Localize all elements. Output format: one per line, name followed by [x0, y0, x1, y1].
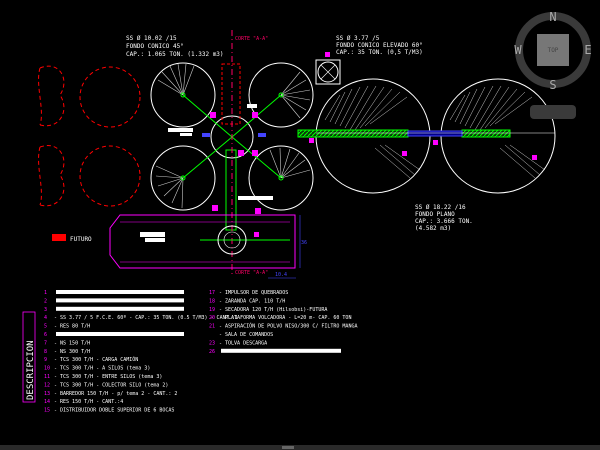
svg-text:SS Ø 10.02 /15: SS Ø 10.02 /15 [126, 35, 177, 42]
description-item-number: 23 [209, 340, 215, 346]
description-item-bar [56, 332, 184, 336]
description-item-text: - RES 150 T/H - CANT.:4 [54, 399, 123, 405]
description-item-number: 1 [44, 290, 47, 296]
description-right-column: 17 - IMPULSOR DE QUEBRADOS 18 - ZARANDA CAP… [209, 290, 357, 355]
conical-silos [150, 62, 314, 211]
description-item-number: 10 [44, 366, 50, 372]
description-item-text: - NS 300 T/H [54, 349, 90, 355]
section-label-top: CORTE "A-A" [235, 36, 268, 42]
description-item-bar [221, 348, 341, 353]
central-distributor [168, 63, 282, 231]
viewcube-face-label: TOP [548, 47, 559, 54]
description-item-text: - ASPIRACIÓN DE POLVO NISO/300 C/ FILTRO… [219, 323, 357, 330]
resize-grip[interactable] [282, 446, 294, 449]
description-item-text: - TCS 300 T/H - A SILOS (tema 3) [54, 366, 150, 372]
description-item-text: - RES 80 T/H [54, 324, 90, 330]
description-item-number: 8 [44, 349, 47, 355]
description-item-number: 3 [44, 307, 47, 313]
description-item-number: 18 [209, 298, 215, 304]
silo-sw [150, 145, 216, 211]
description-item-number: 6 [44, 332, 47, 338]
viewcube-menu-button[interactable] [530, 105, 576, 119]
silo-label-elevated: SS Ø 3.77 /5 FONDO CONICO ELEVADO 60° CA… [336, 35, 423, 56]
svg-text:SS Ø 18.22 /16: SS Ø 18.22 /16 [415, 204, 466, 211]
future-silo-2 [79, 145, 141, 207]
platform-dimension-height: 36 [301, 240, 307, 246]
description-item-text: - PLATAFORMA VOLCADORA - L=20 m- CAP. 60… [219, 315, 351, 321]
description-item-bar [56, 306, 184, 311]
description-item-text: - SECADORA 120 T/H (Hilsobsi)-FUTURA [219, 307, 327, 313]
viewcube[interactable]: TOP N S W E [514, 10, 592, 119]
description-item-text: - SS 3.77 / 5 F.C.E. 60º - CAP.: 35 TON.… [54, 315, 238, 321]
silo-label-flat: SS Ø 18.22 /16 FONDO PLANO CAP.: 3.666 T… [415, 204, 473, 232]
viewcube-east[interactable]: E [584, 43, 591, 57]
svg-text:FONDO CONICO ELEVADO 60°: FONDO CONICO ELEVADO 60° [336, 42, 423, 49]
description-item-number: 9 [44, 357, 47, 363]
future-legend-swatch [52, 234, 66, 241]
description-item-text: - BARREDOR 150 T/H - p/ tema 2 - CANT.: … [54, 391, 177, 397]
description-item-text: - TCS 300 T/H - ENTRE SILOS (tema 3) [54, 374, 162, 380]
description-item-text: - DISTRIBUIDOR DOBLE SUPERIOR DE 6 BOCAS [54, 408, 174, 414]
future-silo-1 [79, 66, 141, 128]
status-bar [0, 445, 600, 450]
description-item-text: - SALA DE COMANDOS [219, 332, 273, 338]
platform-dimension-small: 10.4 [275, 272, 287, 278]
description-item-text: - TOLVA DESCARGA [219, 340, 267, 346]
silo-ne [248, 62, 314, 128]
svg-text:FONDO CONICO 45°: FONDO CONICO 45° [126, 43, 184, 50]
description-item-bar [56, 290, 184, 294]
description-title: DESCRIPCION [26, 340, 36, 400]
future-legend-label: FUTURO [70, 236, 92, 243]
description-item-number: 5 [44, 324, 47, 330]
silo-se [248, 145, 314, 211]
elevated-silo [315, 52, 341, 85]
future-silos [38, 65, 141, 207]
truck-dump-platform [109, 205, 301, 279]
svg-text:CAP.: 3.666 TON.: CAP.: 3.666 TON. [415, 218, 473, 225]
silo-nw [150, 62, 216, 128]
description-item-text: - TCS 300 T/H - CARGA CAMIÓN [54, 356, 138, 363]
section-label-bottom: CORTE "A-A" [235, 270, 268, 276]
description-item-text: - ZARANDA CAP. 110 T/H [219, 298, 285, 304]
description-item-number: 21 [209, 324, 215, 330]
svg-text:CAP.: 1.065 TON. (1.332 m3): CAP.: 1.065 TON. (1.332 m3) [126, 51, 224, 58]
description-item-number: 19 [209, 307, 215, 313]
description-item-bar [56, 298, 184, 303]
description-item-number: 11 [44, 374, 50, 380]
description-item-number: 12 [44, 382, 50, 388]
silo-label-conical: SS Ø 10.02 /15 FONDO CONICO 45° CAP.: 1.… [126, 35, 224, 58]
svg-text:SS Ø 3.77 /5: SS Ø 3.77 /5 [336, 35, 380, 42]
svg-text:FONDO PLANO: FONDO PLANO [415, 211, 455, 218]
description-item-text: - NS 150 T/H [54, 340, 90, 346]
description-item-number: 4 [44, 315, 47, 321]
description-item-text: - TCS 300 T/H - COLECTOR SILO (tema 2) [54, 382, 168, 388]
viewcube-north[interactable]: N [549, 10, 556, 24]
description-item-number: 17 [209, 290, 215, 296]
description-item-number: 14 [44, 399, 50, 405]
viewcube-south[interactable]: S [549, 78, 556, 92]
description-title-box [22, 311, 36, 403]
svg-text:(4.582 m3): (4.582 m3) [415, 225, 451, 232]
description-item-number: 15 [44, 408, 50, 414]
description-item-number: 20 [209, 315, 215, 321]
description-item-text: - IMPULSOR DE QUEBRADOS [219, 290, 288, 296]
viewcube-top-face[interactable] [537, 34, 569, 66]
svg-text:CAP.: 35 TON. (0,5 T/M3): CAP.: 35 TON. (0,5 T/M3) [336, 49, 423, 56]
description-item-number: 7 [44, 340, 47, 346]
flat-silos [297, 78, 556, 194]
description-item-number: 2 [44, 298, 47, 304]
description-item-number: 13 [44, 391, 50, 397]
viewcube-west[interactable]: W [514, 43, 522, 57]
description-item-number: 26 [209, 349, 215, 355]
